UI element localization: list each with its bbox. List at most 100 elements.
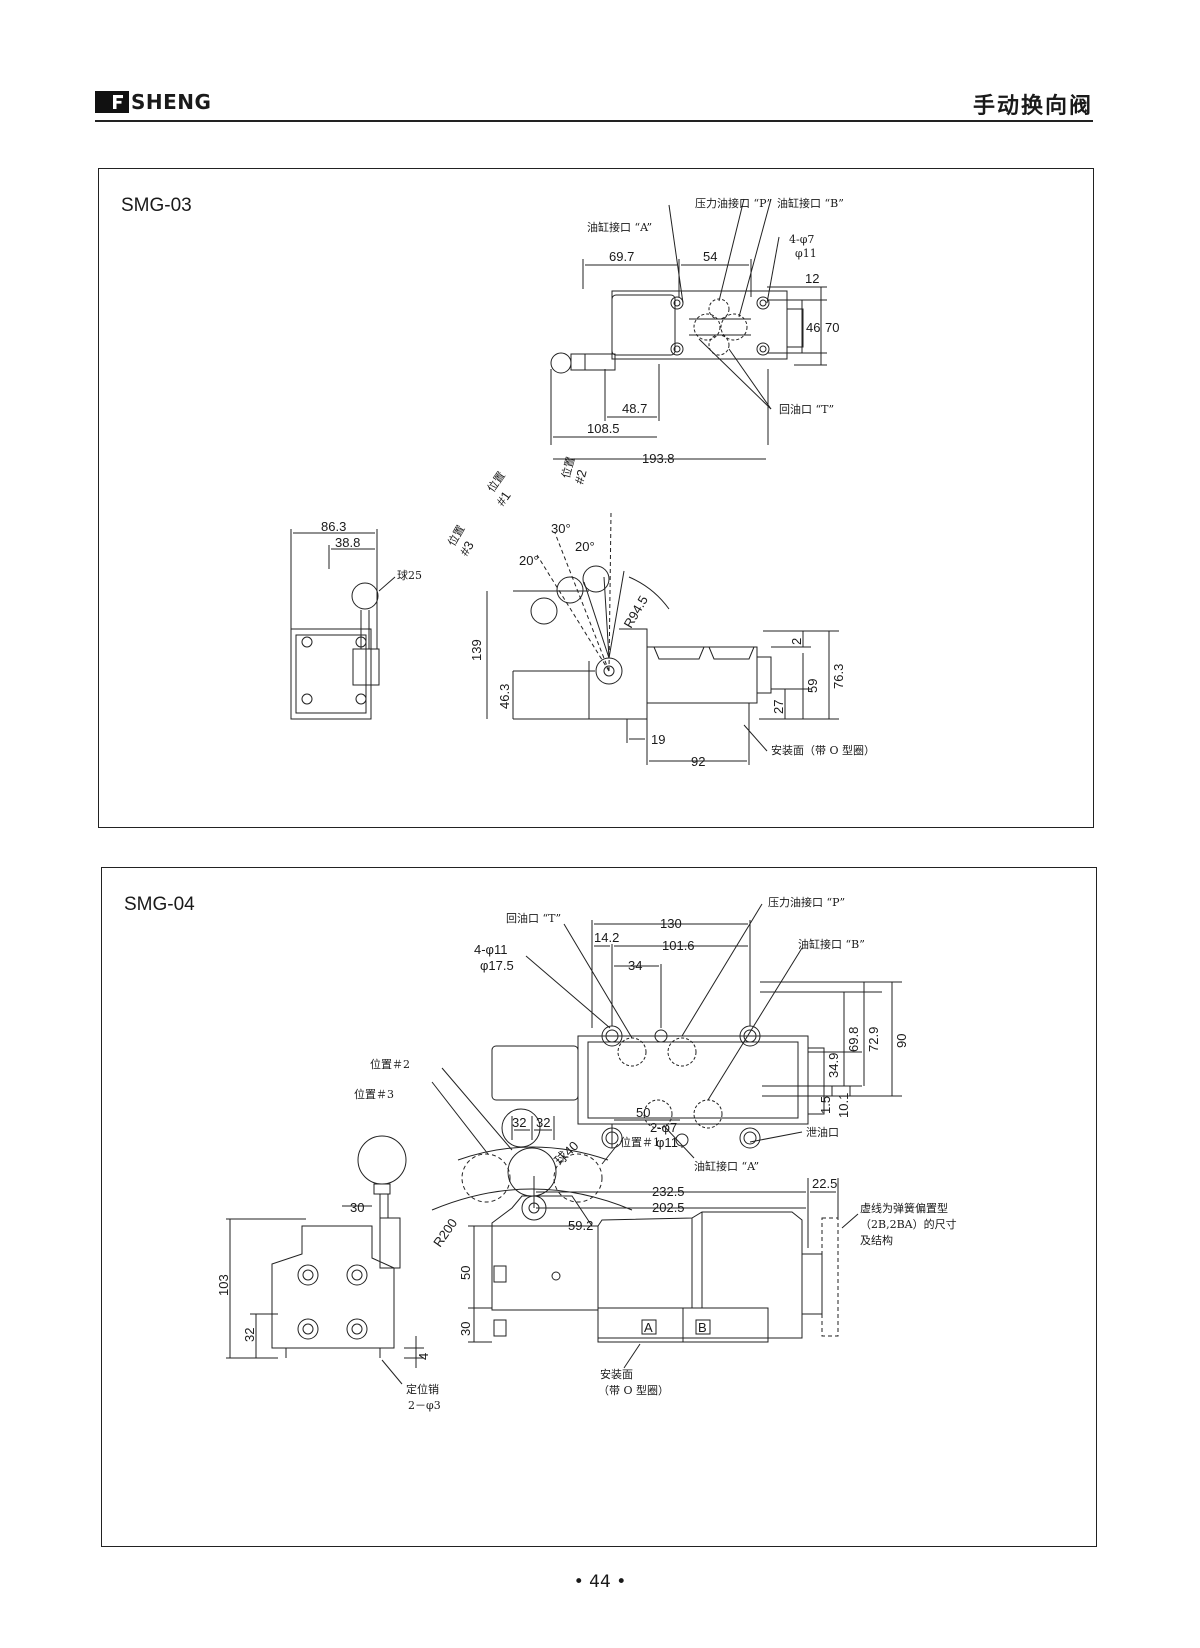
smg04-top-dims (525, 903, 902, 1159)
dim-4: 4 (416, 1353, 431, 1360)
leader-port-p (718, 198, 745, 302)
dim-50: 50 (636, 1105, 650, 1120)
smg04-spring-offset (821, 1217, 839, 1337)
dim-139: 139 (469, 639, 484, 661)
leader-mount (623, 1343, 641, 1369)
label-pos2: 位置＃2 (370, 1057, 410, 1071)
dim-38-8: 38.8 (335, 535, 360, 550)
smg03-port-b (720, 313, 748, 341)
dim-19: 19 (651, 732, 665, 747)
dim-70: 70 (825, 320, 839, 335)
dim-101-6: 101.6 (662, 938, 695, 953)
label-pos3-b: #3 (457, 538, 477, 558)
panel-smg03: SMG-03 (98, 168, 1094, 828)
dim-34-9: 34.9 (826, 1053, 841, 1078)
smg03-mount-hole (670, 296, 684, 310)
dim-86-3: 86.3 (321, 519, 346, 534)
label-port-b: 油缸接口 “B” (777, 196, 844, 210)
smg04-side-hole-inner (302, 1323, 314, 1335)
panel-smg04: SMG-04 (101, 867, 1097, 1547)
smg03-ball-pos1 (582, 565, 610, 593)
label-holes-a: 4-φ7 (789, 233, 814, 246)
leader-drain (749, 1131, 803, 1143)
leader-holes (525, 955, 611, 1029)
smg04-side-body (271, 1225, 395, 1349)
dim-32a: 32 (512, 1115, 526, 1130)
label-pos1-b: #1 (493, 488, 514, 508)
dim-34: 34 (628, 958, 642, 973)
smg04-mount-hole-inner (743, 1029, 757, 1043)
leader-port-t (728, 348, 772, 410)
page-number: • 44 • (573, 1572, 627, 1592)
smg03-port-a (693, 313, 721, 341)
label-pos1: 位置＃1 (620, 1135, 660, 1149)
label-holes-b: φ17.5 (480, 958, 514, 973)
label-holes2-a: 2-φ7 (650, 1120, 677, 1135)
smg03-side-hole (301, 693, 313, 705)
smg03-side-lever-base (352, 648, 380, 686)
smg03-center-pos3 (536, 554, 610, 672)
dim-angle-20a: 20° (575, 539, 595, 554)
smg04-lever-positions (431, 1067, 633, 1211)
smg03-mount-hole (756, 296, 770, 310)
page-title: 手动换向阀 (972, 94, 1093, 119)
dim-108-5: 108.5 (587, 421, 620, 436)
brand-name: SHENG (131, 90, 212, 114)
smg04-mount-hole-inner (743, 1131, 757, 1145)
label-pos2-b: #2 (571, 468, 589, 486)
smg03-center-pos1 (608, 512, 612, 672)
smg04-side-hole-inner (351, 1269, 363, 1281)
smg04-ball-pos3 (461, 1153, 511, 1203)
dim-69-7: 69.7 (609, 249, 634, 264)
label-port-a: 油缸接口 “A” (694, 1159, 759, 1173)
smg04-mark-b-box (695, 1319, 711, 1335)
smg04-front-body (597, 1211, 803, 1339)
smg04-mark-a-box (641, 1319, 657, 1335)
smg04-pin-hole (654, 1029, 668, 1043)
dim-232-5: 232.5 (652, 1184, 685, 1199)
dim-92: 92 (691, 754, 705, 769)
smg04-top-labels: 回油口 “T” 压力油接口 “P” 油缸接口 “B” 4-φ11 φ17.5 2… (474, 895, 909, 1173)
leader-mount (743, 724, 768, 752)
smg04-mount-hole (739, 1127, 761, 1149)
smg03-front-top (653, 646, 705, 660)
label-pos3: 位置＃3 (354, 1087, 394, 1101)
smg04-body-outline (577, 1035, 809, 1125)
smg03-front-body (646, 646, 758, 704)
leader-port-p (681, 903, 763, 1037)
dim-30v: 30 (458, 1322, 473, 1336)
label-ball: 球25 (397, 568, 422, 582)
smg03-side-hole (355, 693, 367, 705)
mark-b: B (698, 1320, 707, 1335)
dim-10-1: 10.1 (836, 1093, 851, 1118)
dim-130: 130 (660, 916, 682, 931)
smg03-lever-topview (570, 353, 616, 371)
label-port-t: 回油口 “T” (779, 402, 834, 416)
smg03-ball-topview (550, 352, 572, 374)
smg03-lever-pos3 (583, 581, 610, 659)
label-port-b: 油缸接口 “B” (798, 937, 865, 951)
smg04-side-ball (357, 1135, 407, 1185)
smg03-side-view (290, 529, 396, 720)
leader-port-t (563, 923, 633, 1039)
smg03-front-cap (756, 656, 772, 694)
label-holes2-b: φ11 (656, 1135, 678, 1150)
smg03-ball-pos3 (530, 597, 558, 625)
leader-pos2 (441, 1067, 513, 1151)
model-label-smg03: SMG-03 (121, 195, 192, 216)
dim-69-8: 69.8 (846, 1027, 861, 1052)
smg03-center-pos2 (554, 532, 610, 672)
model-label-smg04: SMG-04 (124, 894, 195, 915)
dim-59: 59 (805, 679, 820, 693)
logo-mark-icon (95, 91, 129, 113)
dim-angle-30: 30° (551, 521, 571, 536)
leader-port-t (698, 338, 772, 410)
dim-14-2: 14.2 (594, 930, 619, 945)
dim-202-5: 202.5 (652, 1200, 685, 1215)
label-mount-1: 安装面 (600, 1367, 633, 1381)
smg04-side-hole (346, 1318, 368, 1340)
dim-12: 12 (805, 271, 819, 286)
label-port-a: 油缸接口 “A” (587, 220, 652, 234)
smg04-body-inner (587, 1041, 799, 1119)
dim-103: 103 (216, 1274, 231, 1296)
